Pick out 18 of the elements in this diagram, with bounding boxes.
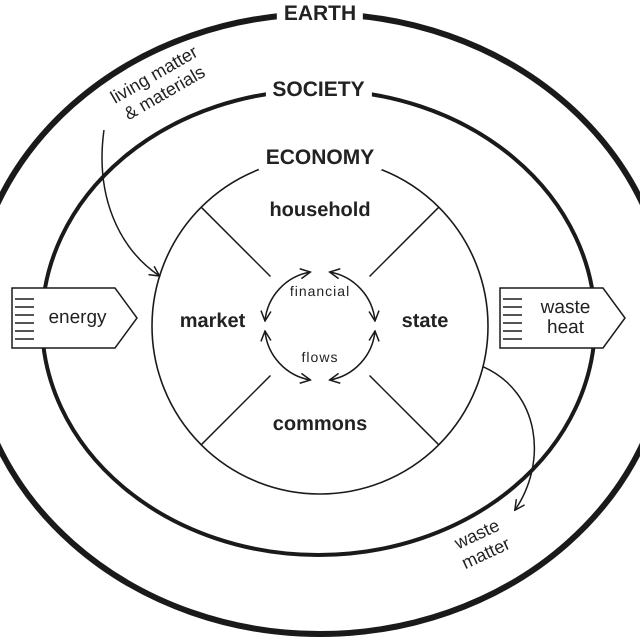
sector-label: state bbox=[400, 309, 450, 333]
flow-label: energy bbox=[47, 308, 108, 328]
sector-label: commons bbox=[272, 412, 368, 436]
sector-label: market bbox=[178, 309, 246, 333]
ring-heading: ECONOMY bbox=[258, 146, 382, 170]
curved-arrow bbox=[101, 130, 160, 277]
double-headed-arrow bbox=[328, 330, 380, 384]
sector-label: household bbox=[268, 198, 372, 222]
double-headed-arrow bbox=[260, 330, 312, 384]
flow-label: financial bbox=[290, 283, 350, 299]
double-headed-arrow bbox=[260, 268, 312, 322]
arrow-shape bbox=[12, 288, 137, 348]
double-headed-arrow bbox=[328, 268, 380, 322]
flow-label: waste matter bbox=[440, 510, 524, 580]
curved-arrow bbox=[482, 366, 536, 512]
arrow-shape bbox=[500, 288, 625, 348]
flow-label: flows bbox=[302, 349, 338, 365]
flow-label: waste heat bbox=[540, 298, 592, 338]
